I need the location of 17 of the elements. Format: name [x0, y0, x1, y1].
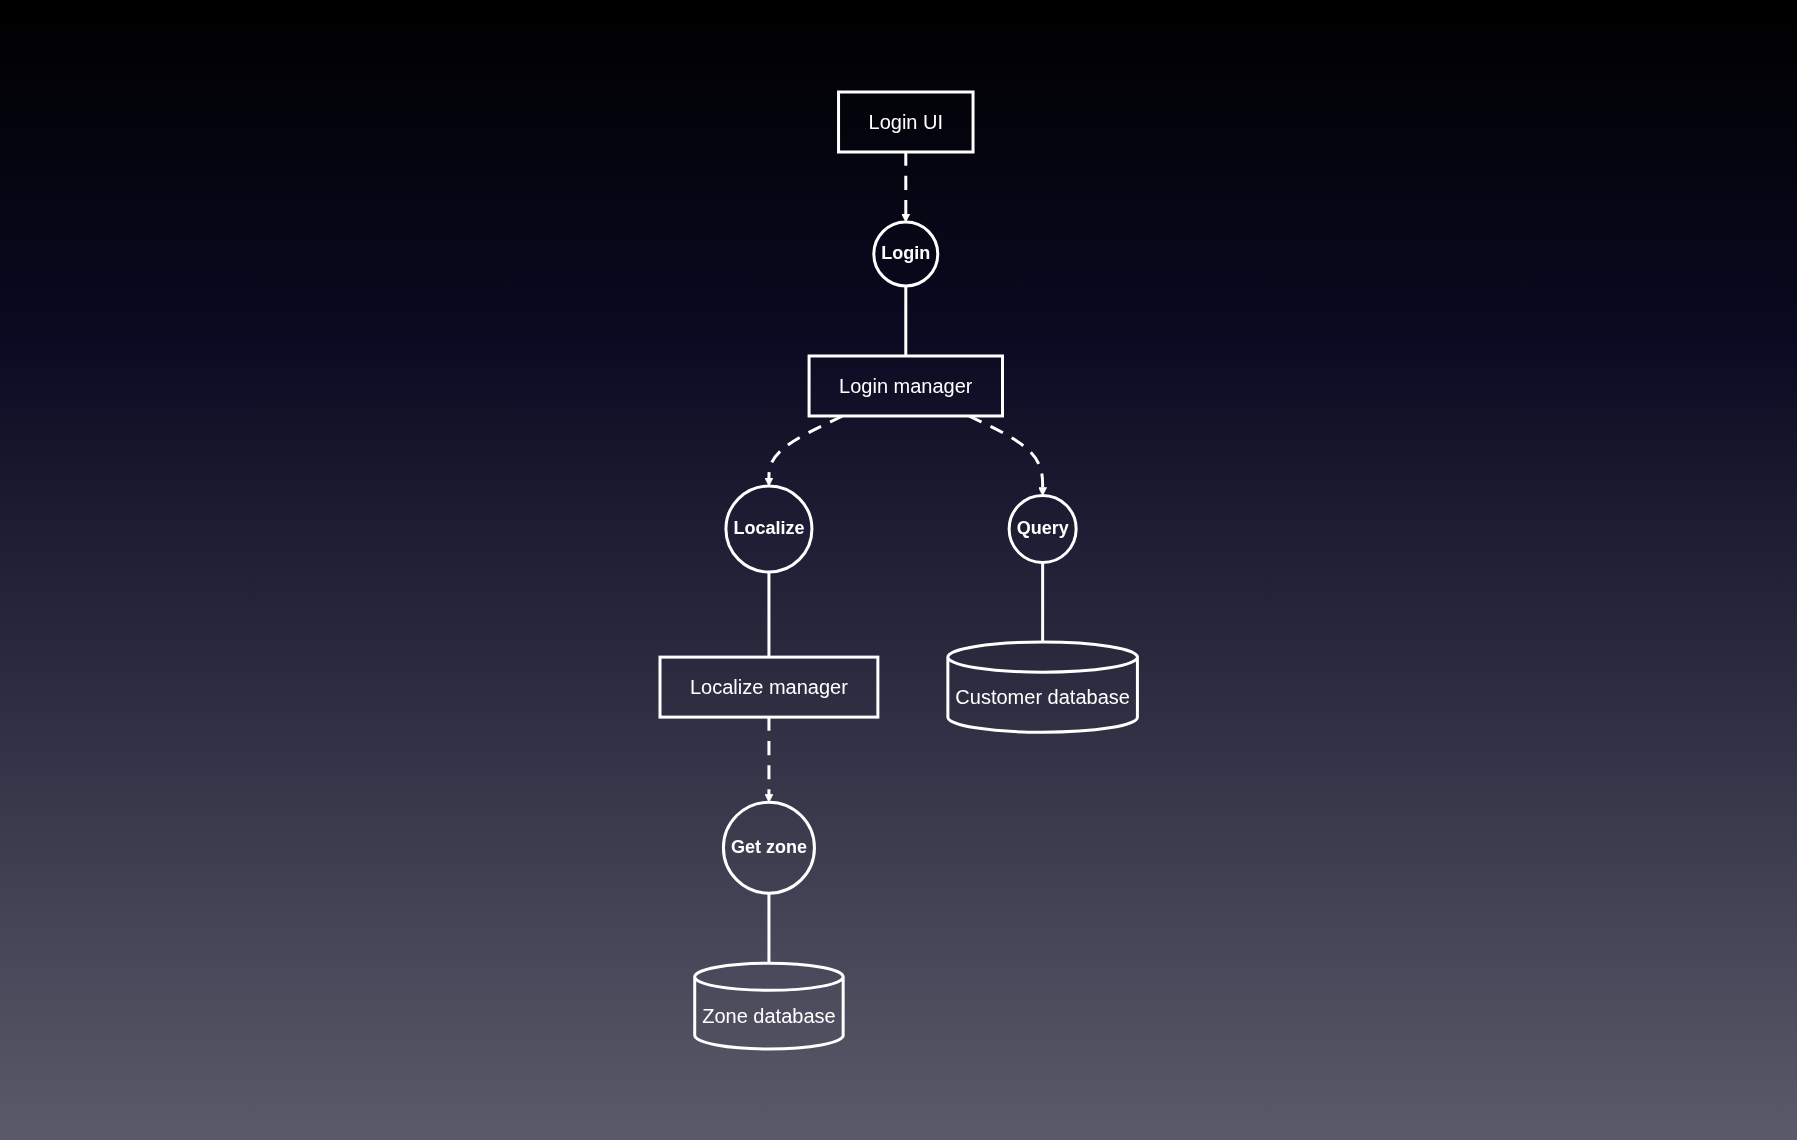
connector: [904, 285, 908, 356]
connector: [767, 892, 771, 963]
node-circle: Login: [872, 220, 940, 287]
connector: [1040, 562, 1044, 642]
node-circle: Get zone: [721, 800, 816, 895]
node-box: Login UI: [836, 90, 975, 154]
connector: [767, 571, 771, 657]
arrow: [901, 151, 910, 222]
node-circle: Localize: [724, 484, 814, 574]
arrow: [764, 716, 774, 803]
node-text: Zone database: [702, 1004, 836, 1027]
node-circle: Query: [1007, 493, 1078, 564]
node-box: Login manager: [807, 354, 1004, 417]
arrow: [764, 414, 844, 486]
node-text: Customer database: [955, 685, 1130, 708]
arrow: [968, 414, 1047, 496]
node-box: Localize manager: [658, 655, 880, 719]
